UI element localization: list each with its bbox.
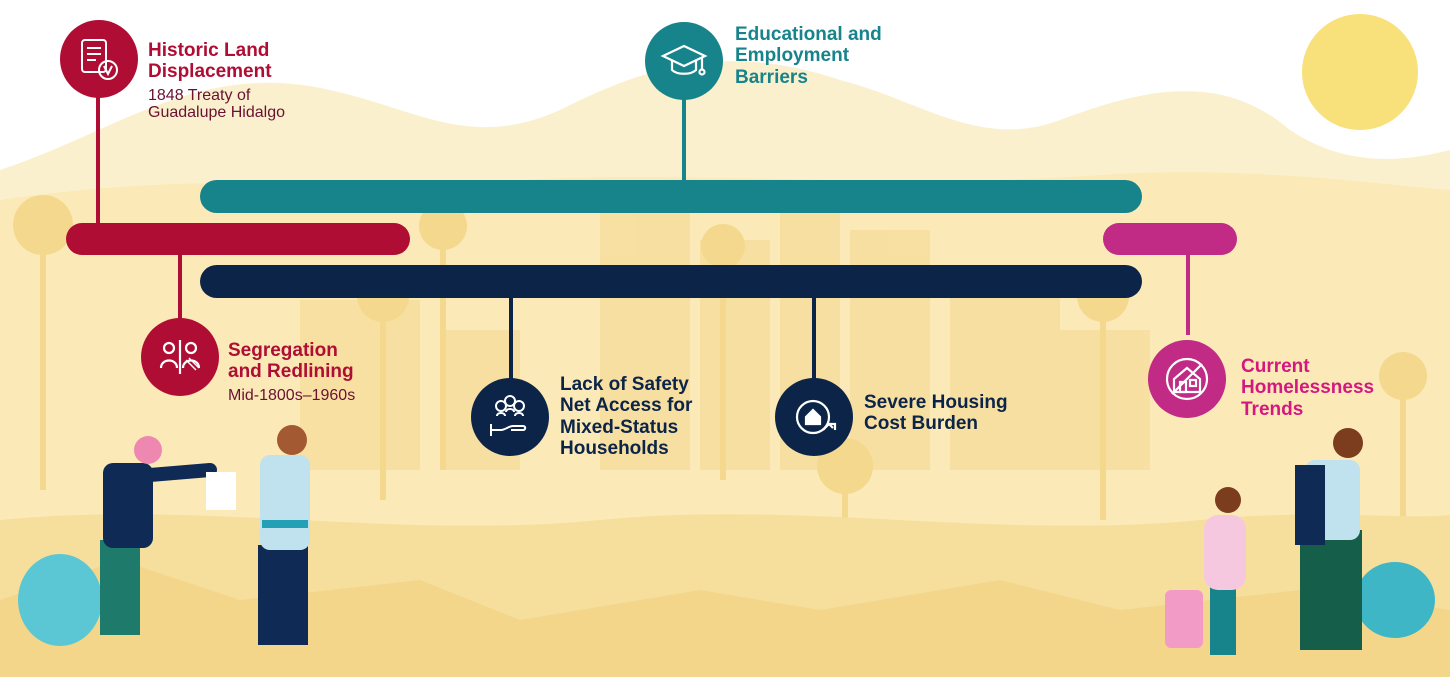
navy-bar bbox=[200, 265, 1142, 298]
subtitle-segregation: Mid-1800s–1960s bbox=[228, 386, 356, 404]
stem-historic bbox=[96, 95, 100, 230]
house-cost-rising-icon bbox=[775, 378, 853, 456]
red-bar bbox=[66, 223, 410, 255]
label-safetynet: Lack of Safety Net Access for Mixed-Stat… bbox=[560, 374, 692, 459]
stem-segregation bbox=[178, 250, 182, 330]
label-housingcost: Severe Housing Cost Burden bbox=[864, 392, 1008, 435]
title-segregation: Segregation and Redlining bbox=[228, 340, 354, 383]
title-housingcost: Severe Housing Cost Burden bbox=[864, 392, 1008, 435]
title-safetynet: Lack of Safety Net Access for Mixed-Stat… bbox=[560, 374, 693, 459]
stem-education bbox=[682, 95, 686, 185]
segregation-people-icon bbox=[141, 318, 219, 396]
label-homelessness: Current Homelessness Trends bbox=[1241, 356, 1374, 420]
title-historic: Historic Land Displacement bbox=[148, 40, 272, 83]
label-historic: Historic Land Displacement 1848 Treaty o… bbox=[148, 40, 285, 122]
title-education: Educational and Employment Barriers bbox=[735, 24, 882, 88]
pink-bar bbox=[1103, 223, 1237, 255]
stem-homelessness bbox=[1186, 250, 1190, 335]
title-homelessness: Current Homelessness Trends bbox=[1241, 356, 1375, 420]
no-home-icon bbox=[1148, 340, 1226, 418]
rooftops bbox=[0, 560, 1450, 677]
label-education: Educational and Employment Barriers bbox=[735, 24, 882, 88]
teal-bar bbox=[200, 180, 1142, 213]
stem-safetynet bbox=[509, 295, 513, 385]
stem-housingcost bbox=[812, 295, 816, 385]
people-left-illustration bbox=[18, 425, 310, 646]
community-hand-icon bbox=[471, 378, 549, 456]
label-segregation: Segregation and Redlining Mid-1800s–1960… bbox=[228, 340, 355, 404]
sun bbox=[1302, 14, 1418, 130]
graduation-cap-icon bbox=[645, 22, 723, 100]
people-right-illustration bbox=[1165, 428, 1435, 655]
treaty-document-icon bbox=[60, 20, 138, 98]
subtitle-historic: 1848 Treaty of Guadalupe Hidalgo bbox=[148, 86, 285, 122]
